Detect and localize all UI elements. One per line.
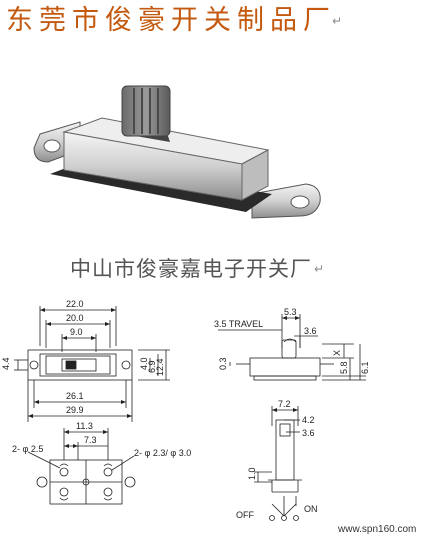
dim-7-3: 7.3: [84, 435, 97, 445]
watermark: www.spn160.com: [338, 524, 417, 535]
dim-0-3: 0.3: [218, 357, 228, 370]
dim-1-0: 1.0: [247, 467, 257, 480]
dim-3-6-side: 3.6: [304, 326, 317, 336]
dim-12-4: 12.4: [155, 358, 165, 376]
dim-4-4: 4.4: [1, 357, 11, 370]
page-title-text: 东莞市俊豪开关制品厂: [6, 5, 336, 36]
dim-4-2: 4.2: [302, 415, 315, 425]
dim-5-3: 5.3: [284, 307, 297, 317]
dim-4-0: 4.0: [139, 357, 149, 370]
factory-name-text: 中山市俊豪嘉电子开关厂: [70, 257, 312, 281]
dim-3-6-end: 3.6: [302, 428, 315, 438]
dim-22-0: 22.0: [66, 299, 84, 309]
on-label: ON: [304, 504, 318, 514]
page-title: 东莞市俊豪开关制品厂↵: [6, 4, 442, 38]
dim-5-8: 5.8: [339, 361, 349, 374]
line-break-mark: ↵: [332, 14, 343, 28]
hole-right-label: 2- φ 2.3/ φ 3.0: [134, 448, 191, 458]
off-label: OFF: [236, 510, 254, 520]
top-view: [14, 306, 170, 422]
line-break-mark: ↵: [314, 262, 325, 276]
hole-view: [27, 428, 136, 505]
dim-26-1: 26.1: [66, 391, 84, 401]
dim-29-9: 29.9: [66, 405, 84, 415]
end-view: [254, 406, 302, 521]
technical-drawing: 22.0 20.0 9.0 4.4 4.0 6.9 12.4 26.1 29.9…: [1, 299, 370, 521]
hole-left-label: 2- φ 2.5: [12, 444, 43, 454]
factory-name: 中山市俊豪嘉电子开关厂↵: [70, 254, 410, 284]
dim-20-0: 20.0: [66, 313, 84, 323]
dim-6-1: 6.1: [360, 361, 370, 374]
travel-label: 3.5 TRAVEL: [214, 319, 263, 329]
dim-11-3: 11.3: [76, 421, 93, 431]
dim-7-2: 7.2: [278, 399, 291, 409]
dim-6-9: 6.9: [147, 360, 157, 373]
dim-9-0: 9.0: [70, 327, 83, 337]
product-photo: [33, 85, 321, 219]
dim-x: X: [332, 350, 342, 356]
